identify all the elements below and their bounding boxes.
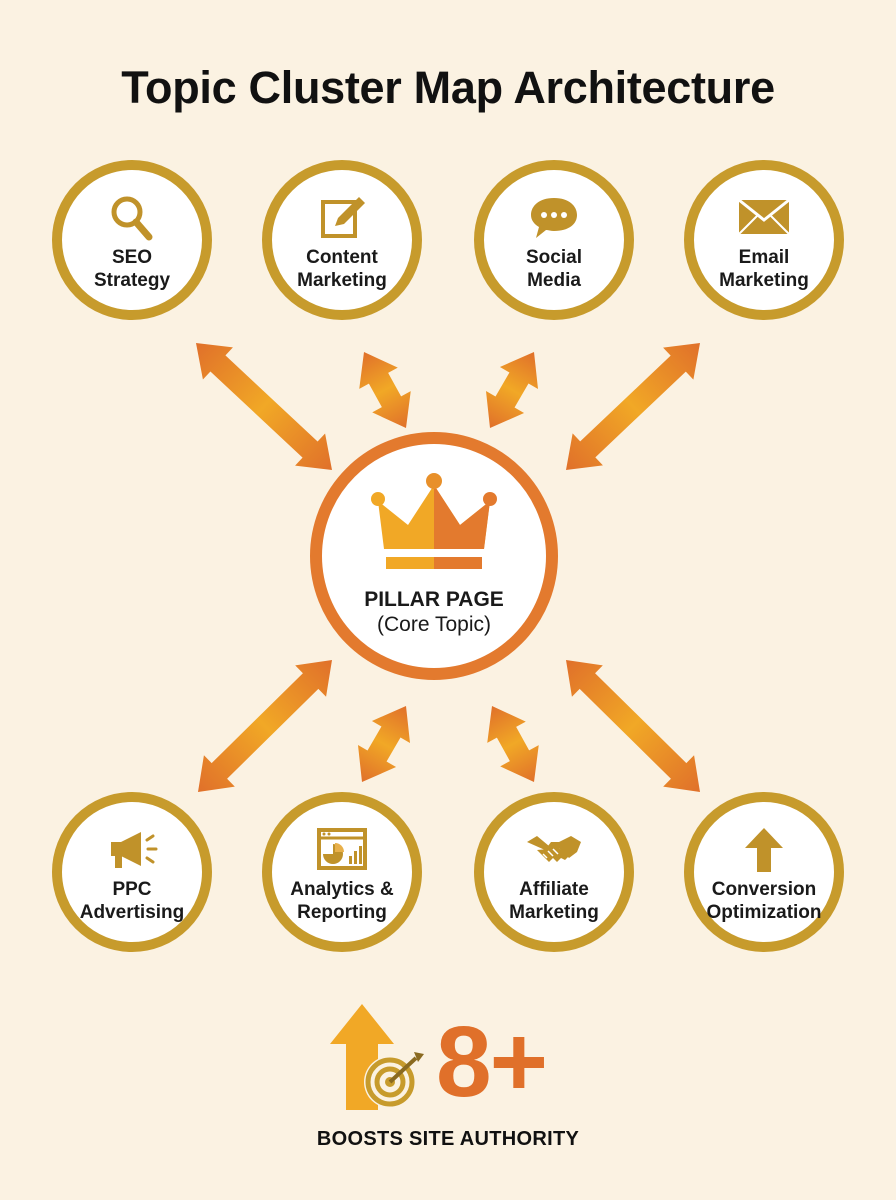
chat-bubble-icon: [523, 192, 585, 244]
analytics-dashboard-icon: [311, 824, 373, 876]
arrow-analytics-reporting: [357, 706, 411, 783]
cluster-node-conversion-optimization[interactable]: Conversion Optimization: [684, 792, 844, 952]
cluster-label: Content Marketing: [297, 247, 387, 291]
arrow-seo-strategy: [196, 343, 333, 471]
envelope-icon: [733, 192, 795, 244]
cluster-label: Conversion Optimization: [706, 879, 822, 923]
authority-caption: BOOSTS SITE AUTHORITY: [316, 1128, 580, 1150]
cluster-node-content-marketing[interactable]: Content Marketing: [262, 160, 422, 320]
cluster-node-email-marketing[interactable]: Email Marketing: [684, 160, 844, 320]
pillar-label: PILLAR PAGE: [364, 588, 504, 611]
cluster-label: Social Media: [526, 247, 582, 291]
pillar-sublabel: (Core Topic): [377, 613, 491, 636]
cluster-label: Affiliate Marketing: [509, 879, 599, 923]
arrow-social-media: [485, 352, 539, 429]
cluster-node-affiliate-marketing[interactable]: Affiliate Marketing: [474, 792, 634, 952]
up-arrow-icon: [733, 824, 795, 876]
arrow-affiliate-marketing: [487, 706, 539, 783]
handshake-icon: [523, 824, 585, 876]
pillar-page-node[interactable]: PILLAR PAGE (Core Topic): [310, 432, 558, 680]
cluster-node-seo-strategy[interactable]: SEO Strategy: [52, 160, 212, 320]
arrow-conversion-optimization: [566, 660, 701, 793]
crown-icon: [364, 467, 504, 579]
authority-number: 8+: [436, 1006, 548, 1118]
arrow-content-marketing: [359, 352, 411, 429]
page-title: Topic Cluster Map Architecture: [121, 62, 775, 113]
arrow-ppc-advertising: [197, 660, 332, 793]
cluster-label: Analytics & Reporting: [290, 879, 394, 923]
arrow-email-marketing: [566, 343, 700, 470]
magnifier-icon: [101, 192, 163, 244]
cluster-node-social-media[interactable]: Social Media: [474, 160, 634, 320]
edit-icon: [311, 192, 373, 244]
cluster-node-analytics-reporting[interactable]: Analytics & Reporting: [262, 792, 422, 952]
cluster-node-ppc-advertising[interactable]: PPC Advertising: [52, 792, 212, 952]
cluster-label: SEO Strategy: [93, 247, 171, 291]
cluster-label: PPC Advertising: [79, 879, 185, 923]
megaphone-icon: [101, 824, 163, 876]
cluster-label: Email Marketing: [719, 247, 809, 291]
arrow-target-icon: [322, 1000, 432, 1112]
